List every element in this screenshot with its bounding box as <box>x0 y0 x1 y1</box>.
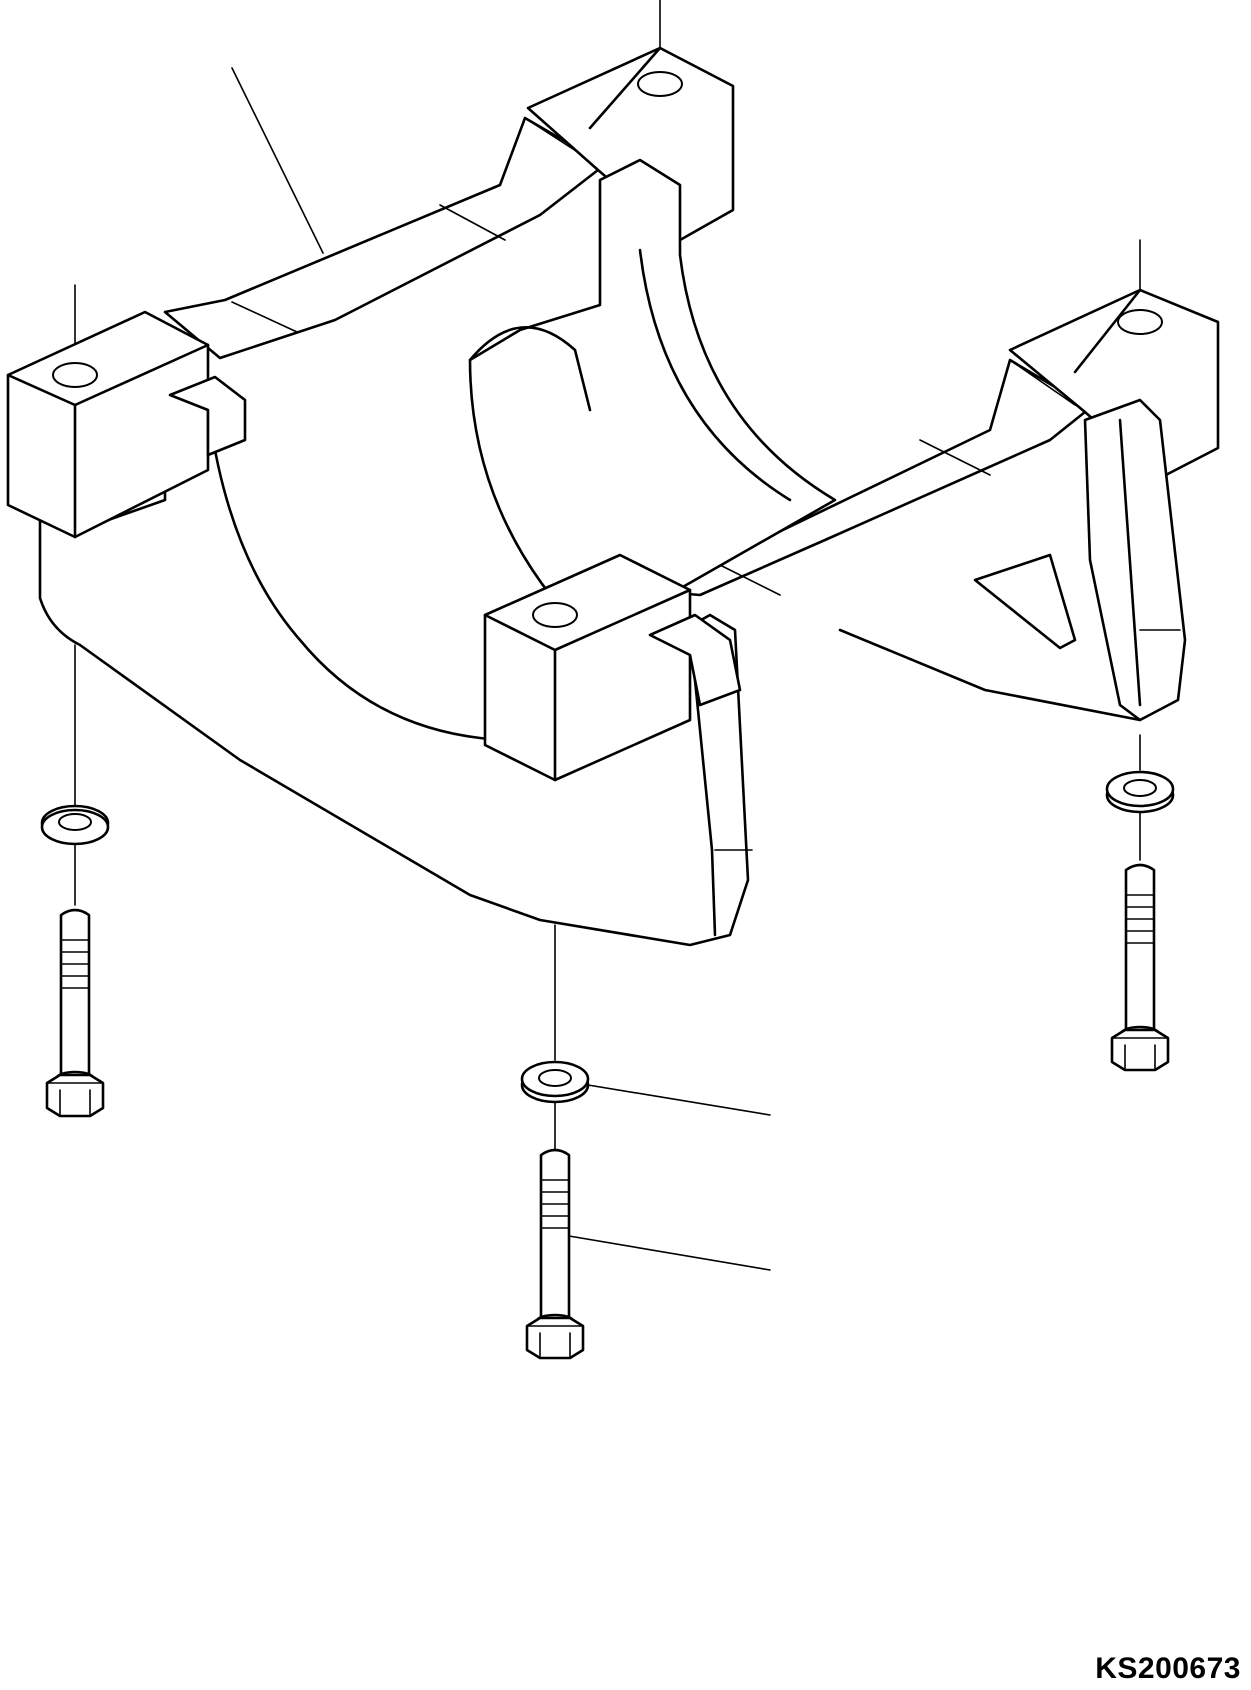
leader-washer <box>587 1084 771 1116</box>
frame-leg-back <box>468 158 837 642</box>
frame-body <box>6 46 1220 947</box>
washers <box>40 770 1175 1104</box>
pad-hole-right <box>1117 309 1163 335</box>
frame-leg-left-cap <box>168 375 247 457</box>
washer-left <box>40 804 110 846</box>
frame-front <box>38 393 750 947</box>
leader-lines-lower <box>568 1084 771 1271</box>
bolt-left <box>45 908 105 1118</box>
assembly-axes <box>74 644 1141 1151</box>
frame-back-beam <box>163 116 600 360</box>
frame-leg-right <box>1083 398 1187 722</box>
bolts <box>45 863 1170 1360</box>
pad-hole-left <box>52 362 98 388</box>
bolt-right <box>1110 863 1170 1072</box>
frame-leg-front-cap <box>648 613 742 707</box>
pad-hole-front <box>532 602 578 628</box>
washer-right <box>1105 770 1175 814</box>
bolt-front <box>525 1148 585 1360</box>
leader-bolt <box>568 1235 771 1271</box>
pad-hole-back <box>637 71 683 97</box>
washer-front <box>520 1060 590 1104</box>
leader-frame <box>231 67 324 254</box>
drawing-code: KS200673 <box>1095 1652 1241 1685</box>
